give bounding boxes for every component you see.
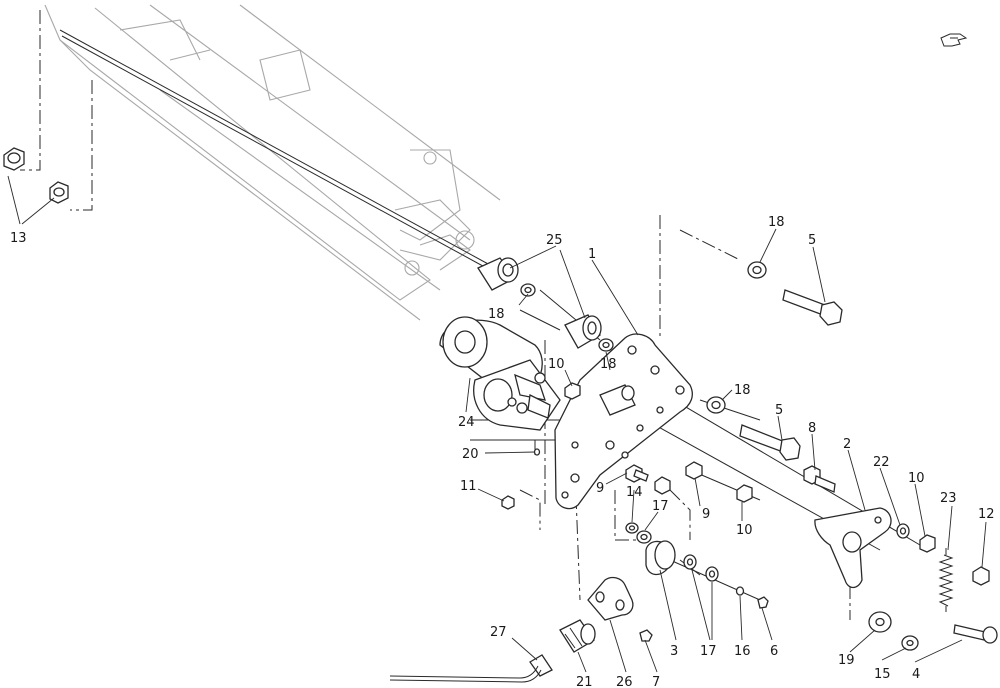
nut-9b [685,461,703,480]
fitting-21 [559,619,596,653]
screw-7 [639,629,653,642]
nut-13b [49,181,69,204]
callout-26: 26 [616,675,633,688]
callout-18: 18 [768,215,785,230]
pointing-hand-icon [940,33,968,47]
clip-16 [735,586,745,596]
callout-5: 5 [775,403,783,418]
lever-arm-2 [814,507,892,589]
callout-20: 20 [462,447,479,462]
callout-17: 17 [700,644,717,659]
callout-17: 17 [652,499,669,514]
bolt-8 [803,465,836,493]
callout-8: 8 [808,421,816,436]
washer-17c [705,566,719,582]
bushing-25a [477,257,519,291]
washer-22 [896,523,910,539]
callout-18: 18 [488,307,505,322]
callout-5: 5 [808,233,816,248]
callout-22: 22 [873,455,890,470]
cable-27 [389,654,553,683]
spring-23 [938,548,954,612]
washer-14 [625,522,639,534]
nut-10a [564,382,581,400]
callout-10: 10 [736,523,753,538]
pin-4 [953,624,998,644]
nut-14 [654,476,671,495]
callout-27: 27 [490,625,507,640]
callout-11: 11 [460,479,477,494]
bushing-25b [564,314,602,349]
nut-10c [919,534,936,553]
bolt-5b [739,424,801,461]
nut-13a [3,147,25,171]
bracket-26 [587,576,634,621]
callouts: 13 25 1 18 5 18 10 18 18 5 8 2 24 20 22 … [10,215,995,688]
callout-18: 18 [600,357,617,372]
washer-17 [636,530,652,544]
nut-9a [625,464,649,483]
callout-4: 4 [912,667,920,682]
washer-18c [747,261,767,279]
callout-19: 19 [838,653,855,668]
callout-1: 1 [588,247,596,262]
callout-3: 3 [670,644,678,659]
callout-9: 9 [596,481,604,496]
motor-24 [439,316,561,431]
callout-25: 25 [546,233,563,248]
roller-3 [645,540,676,576]
callout-2: 2 [843,437,851,452]
nut-11 [501,495,515,510]
bracket-plate-1 [554,333,693,510]
callout-9: 9 [702,507,710,522]
callout-18: 18 [734,383,751,398]
washer-17b [683,554,697,570]
callout-21: 21 [576,675,593,688]
ghost-frame [44,4,501,321]
callout-7: 7 [652,675,660,688]
callout-23: 23 [940,491,957,506]
bolt-5a [782,289,843,326]
callout-13: 13 [10,231,27,246]
callout-6: 6 [770,644,778,659]
callout-12: 12 [978,507,995,522]
callout-14: 14 [626,485,643,500]
washer-18a [520,283,536,297]
callout-15: 15 [874,667,891,682]
washer-18b [598,338,614,352]
nut-10b [736,484,753,503]
nut-12 [972,566,990,586]
screw-6 [757,596,769,609]
control-rod [59,29,491,266]
washer-19 [868,611,892,633]
callout-24: 24 [458,415,475,430]
callout-16: 16 [734,644,751,659]
leader-lines [7,175,987,673]
callout-10: 10 [548,357,565,372]
callout-10: 10 [908,471,925,486]
washer-18d [706,396,726,414]
pin-20 [533,448,541,456]
washer-15 [901,635,919,651]
